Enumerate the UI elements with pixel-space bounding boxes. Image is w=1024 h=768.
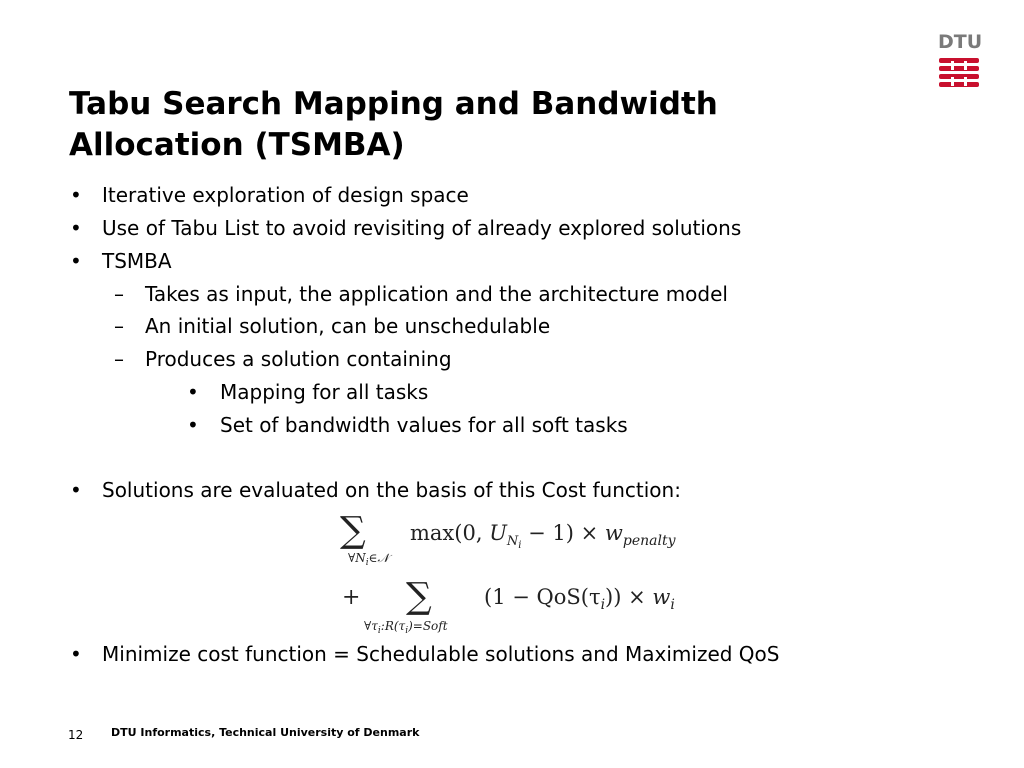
dash-marker: –	[114, 347, 124, 371]
bullet-marker: •	[70, 642, 82, 666]
sub-bullet-item: – Takes as input, the application and th…	[114, 281, 728, 307]
sub-bullet-text: Produces a solution containing	[145, 347, 452, 371]
bullet-marker: •	[70, 249, 82, 273]
sub-bullet-item: – An initial solution, can be unschedula…	[114, 313, 551, 339]
sub-bullet-text: An initial solution, can be unschedulabl…	[145, 314, 551, 338]
page-number: 12	[68, 728, 84, 742]
cost-term-2: (1 − QoS(τi)) × wi	[484, 585, 675, 613]
sum-symbol-1: ∑	[340, 510, 366, 551]
cost-term-1: max(0, UNi − 1) × wpenalty	[410, 521, 677, 551]
bullet-marker: •	[70, 478, 82, 502]
bullet-item: • Iterative exploration of design space	[70, 182, 469, 208]
sum-symbol-2: ∑	[406, 576, 432, 617]
sub-sub-bullet-item: • Set of bandwidth values for all soft t…	[187, 412, 628, 438]
plus-sign: +	[342, 585, 360, 610]
bullet-marker: •	[187, 380, 199, 404]
bullet-text: Iterative exploration of design space	[102, 183, 469, 207]
dtu-logo: DTU	[938, 31, 983, 90]
dtu-wave-icon	[939, 58, 979, 87]
title-line-2: Allocation (TSMBA)	[69, 127, 405, 163]
dash-marker: –	[114, 314, 124, 338]
bullet-marker: •	[70, 216, 82, 240]
sub-sub-bullet-item: • Mapping for all tasks	[187, 379, 429, 405]
bullet-item: • Minimize cost function = Schedulable s…	[70, 641, 780, 667]
title-line-1: Tabu Search Mapping and Bandwidth	[69, 86, 718, 122]
bullet-item: • TSMBA	[70, 248, 172, 274]
sub-sub-bullet-text: Set of bandwidth values for all soft tas…	[220, 413, 628, 437]
bullet-item: • Use of Tabu List to avoid revisiting o…	[70, 215, 742, 241]
bullet-item: • Solutions are evaluated on the basis o…	[70, 477, 681, 503]
bullet-text: Solutions are evaluated on the basis of …	[102, 478, 681, 502]
footer-institution: DTU Informatics, Technical University of…	[111, 726, 420, 739]
sub-sub-bullet-text: Mapping for all tasks	[220, 380, 429, 404]
sub-bullet-text: Takes as input, the application and the …	[145, 282, 728, 306]
bullet-text: TSMBA	[102, 249, 172, 273]
slide-title: Tabu Search Mapping and Bandwidth Alloca…	[69, 84, 889, 166]
bullet-text: Use of Tabu List to avoid revisiting of …	[102, 216, 742, 240]
dash-marker: –	[114, 282, 124, 306]
bullet-marker: •	[187, 413, 199, 437]
bullet-marker: •	[70, 183, 82, 207]
cost-function-formula: ∑ ∀Ni∈𝒩 max(0, UNi − 1) × wpenalty + ∑ ∀…	[340, 510, 677, 636]
sub-bullet-item: – Produces a solution containing	[114, 346, 452, 372]
sum-subscript-1: ∀Ni∈𝒩	[348, 551, 393, 568]
bullet-text: Minimize cost function = Schedulable sol…	[102, 642, 780, 666]
logo-text: DTU	[938, 31, 983, 53]
sum-subscript-2: ∀τi:R(τi)=Soft	[364, 619, 448, 636]
